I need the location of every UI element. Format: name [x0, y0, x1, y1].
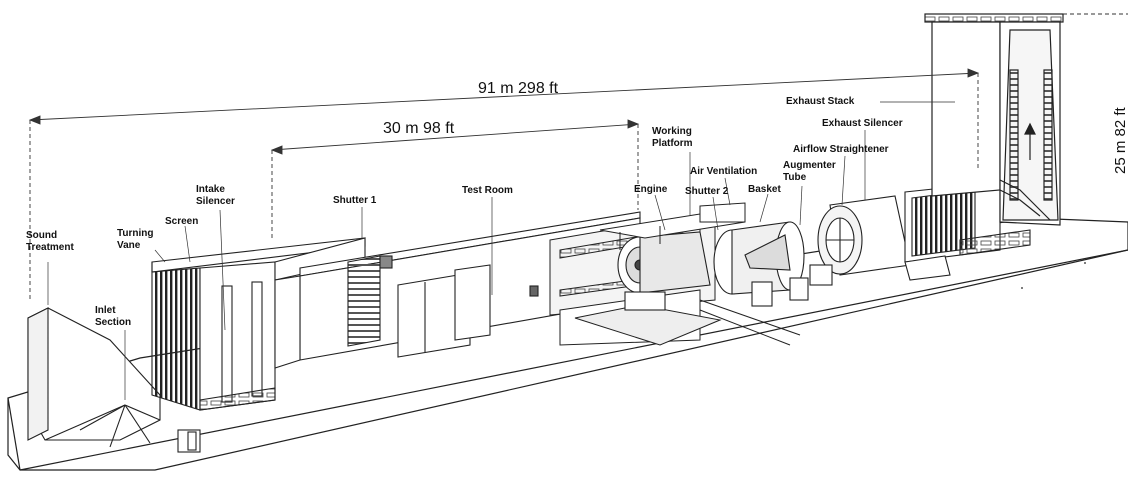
- label-airflow-straightener: Airflow Straightener: [793, 144, 889, 155]
- edge-marks: [1021, 262, 1086, 289]
- label-shutter-2: Shutter 2: [685, 186, 729, 197]
- label-screen: Screen: [165, 216, 199, 227]
- label-shutter-1: Shutter 1: [333, 195, 377, 206]
- overall-length-dimension: 91 m 298 ft: [478, 80, 559, 97]
- label-basket: Basket: [748, 184, 781, 195]
- label-test-room: Test Room: [462, 185, 513, 196]
- augmenter-tube: [713, 221, 809, 307]
- engine: [617, 231, 711, 311]
- airflow-straightener: [809, 195, 911, 286]
- exhaust-stack: [924, 13, 1064, 226]
- label-exhaust-stack: Exhaust Stack: [786, 96, 855, 107]
- dimension-lines: [28, 13, 1128, 300]
- leader-lines: [47, 101, 955, 400]
- intake-structure: [151, 237, 366, 411]
- label-engine: Engine: [634, 184, 668, 195]
- label-air-ventilation: Air Ventilation: [690, 166, 758, 177]
- label-exhaust-silencer: Exhaust Silencer: [822, 118, 903, 129]
- exhaust-silencer: [904, 181, 1031, 281]
- stack-height-dimension: 25 m 82 ft: [1112, 107, 1128, 174]
- working-platform: [599, 202, 746, 250]
- test-section-dimension: 30 m 98 ft: [383, 120, 455, 137]
- inlet-section: [27, 307, 201, 453]
